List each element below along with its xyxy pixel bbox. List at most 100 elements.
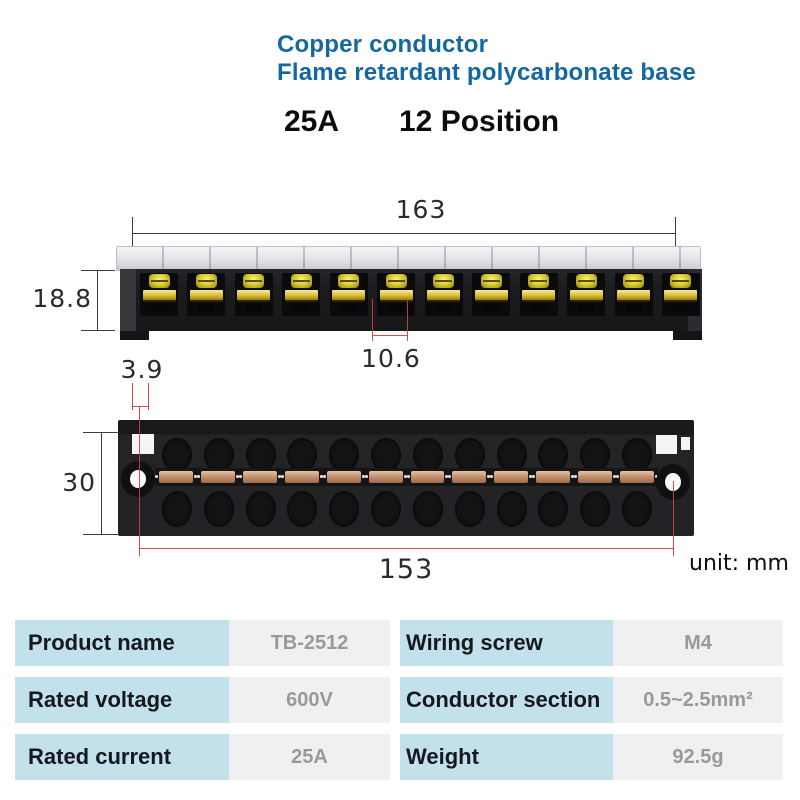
wire-hole-row-top xyxy=(161,437,653,473)
corner-notch xyxy=(132,434,154,454)
wire-hole xyxy=(161,490,193,528)
brass-screw-icon xyxy=(385,274,407,288)
terminal-unit xyxy=(614,273,653,316)
wire-hole xyxy=(328,490,361,528)
pitch-line xyxy=(407,299,408,341)
dim-line xyxy=(101,432,102,535)
brass-plate xyxy=(664,290,698,300)
brass-screw-icon xyxy=(195,274,217,288)
wire-hole-row-bottom xyxy=(161,490,653,528)
wire-hole xyxy=(579,490,612,528)
spec-label-rated-current: Rated current xyxy=(15,734,229,780)
brass-screw-icon xyxy=(243,274,265,288)
brass-screw-icon xyxy=(575,274,597,288)
brass-screw-icon xyxy=(148,274,170,288)
wire-notch xyxy=(625,304,642,312)
brass-screw-icon xyxy=(528,274,550,288)
wire-notch xyxy=(245,304,262,312)
brass-plate xyxy=(189,290,223,300)
dim-tick xyxy=(81,270,115,271)
wire-notch xyxy=(198,304,215,312)
brass-plate xyxy=(379,290,413,300)
dim-line xyxy=(132,233,676,234)
dim-pitch-label: 10.6 xyxy=(361,344,421,373)
terminal-unit xyxy=(567,273,606,316)
dim-tick xyxy=(83,432,119,433)
spec-label-rated-voltage: Rated voltage xyxy=(15,677,229,723)
copper-segment xyxy=(406,471,449,483)
table-gap xyxy=(390,620,400,666)
terminal-unit xyxy=(234,273,273,316)
dim-overall-width-label: 163 xyxy=(395,195,447,224)
span-line xyxy=(139,548,674,549)
brass-screw-icon xyxy=(433,274,455,288)
wire-notch xyxy=(435,304,452,312)
wire-notch xyxy=(388,304,405,312)
spec-value-weight: 92.5g xyxy=(613,734,783,780)
title-rating: 25A xyxy=(284,105,340,138)
terminal-row xyxy=(140,273,700,317)
copper-segment xyxy=(448,471,491,483)
terminal-unit xyxy=(661,273,700,316)
copper-segment xyxy=(238,471,281,483)
dim-tick xyxy=(81,330,115,331)
dim-height-label: 18.8 xyxy=(32,284,92,313)
spec-value-wiring-screw: M4 xyxy=(613,620,783,666)
terminal-unit xyxy=(282,273,321,316)
span-line-left xyxy=(139,406,140,556)
pitch-line xyxy=(372,299,373,341)
brass-screw-icon xyxy=(290,274,312,288)
wire-notch xyxy=(151,304,167,312)
table-row: Rated voltage 600V Conductor section 0.5… xyxy=(15,677,783,723)
copper-segment xyxy=(616,471,658,483)
terminal-unit xyxy=(377,273,416,316)
offset-line xyxy=(148,383,149,410)
dim-tick xyxy=(675,217,676,247)
copper-segment xyxy=(155,471,197,483)
unit-note: unit: mm xyxy=(689,551,789,576)
brass-plate xyxy=(237,290,271,300)
table-row: Product name TB-2512 Wiring screw M4 xyxy=(15,620,783,666)
copper-segment xyxy=(532,471,575,483)
corner-notch xyxy=(656,435,677,454)
terminal-unit xyxy=(187,273,226,316)
copper-conductor-strip xyxy=(155,468,658,486)
brass-screw-icon xyxy=(670,274,692,288)
span-line-right xyxy=(673,481,674,556)
title-material-line1: Copper conductor xyxy=(277,31,489,58)
title-material-line2: Flame retardant polycarbonate base xyxy=(277,59,696,86)
wire-notch xyxy=(340,304,357,312)
spec-value-conductor-section: 0.5~2.5mm² xyxy=(613,677,783,723)
copper-segment xyxy=(574,471,617,483)
wire-hole xyxy=(244,490,277,528)
dim-line xyxy=(97,270,98,331)
end-cap-left xyxy=(120,269,136,331)
brass-plate xyxy=(332,290,366,300)
wire-notch xyxy=(483,304,500,312)
terminal-unit xyxy=(424,273,463,316)
wire-notch xyxy=(293,304,310,312)
table-row: Rated current 25A Weight 92.5g xyxy=(15,734,783,780)
dim-mount-spacing-label: 153 xyxy=(378,554,434,585)
brass-plate xyxy=(569,290,603,300)
mount-foot-left xyxy=(120,331,149,340)
wire-notch xyxy=(578,304,595,312)
spec-value-rated-voltage: 600V xyxy=(229,677,390,723)
wire-hole xyxy=(202,490,235,528)
terminal-unit xyxy=(329,273,368,316)
spec-label-conductor-section: Conductor section xyxy=(400,677,613,723)
wire-hole xyxy=(370,490,402,528)
spec-label-weight: Weight xyxy=(400,734,613,780)
wire-hole xyxy=(495,490,528,528)
wire-hole xyxy=(621,490,653,528)
offset-line xyxy=(132,383,133,410)
dim-depth-label: 30 xyxy=(62,468,96,497)
terminal-unit xyxy=(519,273,558,316)
wire-hole xyxy=(286,490,319,528)
dim-tick xyxy=(83,534,119,535)
dim-hole-offset-label: 3.9 xyxy=(120,355,164,384)
terminal-unit xyxy=(140,273,178,316)
terminal-block-bottom xyxy=(118,420,694,536)
spec-table: Product name TB-2512 Wiring screw M4 Rat… xyxy=(15,620,783,780)
